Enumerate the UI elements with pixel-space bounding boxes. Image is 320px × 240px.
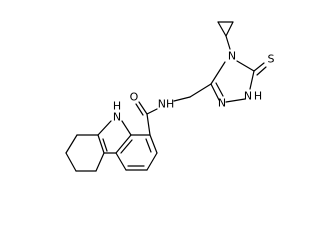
bond <box>65 152 77 172</box>
bond <box>121 120 132 136</box>
amide-nh-label: NH <box>158 98 175 111</box>
bond <box>115 152 127 171</box>
bond <box>65 134 78 154</box>
bond <box>120 139 133 154</box>
bonds <box>65 21 267 172</box>
bond <box>146 152 158 171</box>
bond <box>236 60 255 72</box>
triazole-n2-label: N <box>218 97 226 110</box>
bond <box>135 103 144 116</box>
molecule-structure: S N N H N NH O N H <box>65 21 275 172</box>
bond <box>225 21 234 37</box>
bond <box>249 70 255 90</box>
bond <box>253 62 265 72</box>
triazole-n1-hydrogen-label: H <box>254 90 262 103</box>
atom-labels: S N N H N NH O N H <box>113 50 275 124</box>
bond <box>102 138 108 152</box>
carbazole-nitrogen-label: N <box>113 111 121 124</box>
triazole-n4-label: N <box>228 50 236 63</box>
bond <box>97 134 105 154</box>
bond <box>97 120 112 136</box>
carbonyl-oxygen-label: O <box>130 91 139 104</box>
bond <box>115 134 132 154</box>
bond <box>225 98 246 103</box>
bond <box>217 21 227 37</box>
bond <box>95 152 105 172</box>
bond <box>225 35 231 50</box>
bond <box>173 96 191 102</box>
bond <box>210 83 220 101</box>
bond <box>189 83 212 98</box>
bond <box>215 82 224 97</box>
bond <box>256 66 267 76</box>
bond <box>210 61 226 85</box>
bond <box>149 134 158 154</box>
bond <box>138 101 148 115</box>
triazole-n1-label: N <box>244 90 252 103</box>
bond <box>146 108 158 115</box>
bond <box>145 138 152 153</box>
bond <box>146 113 151 136</box>
thione-sulfur-label: S <box>268 53 275 66</box>
carbazole-hydrogen-label: H <box>113 100 121 113</box>
